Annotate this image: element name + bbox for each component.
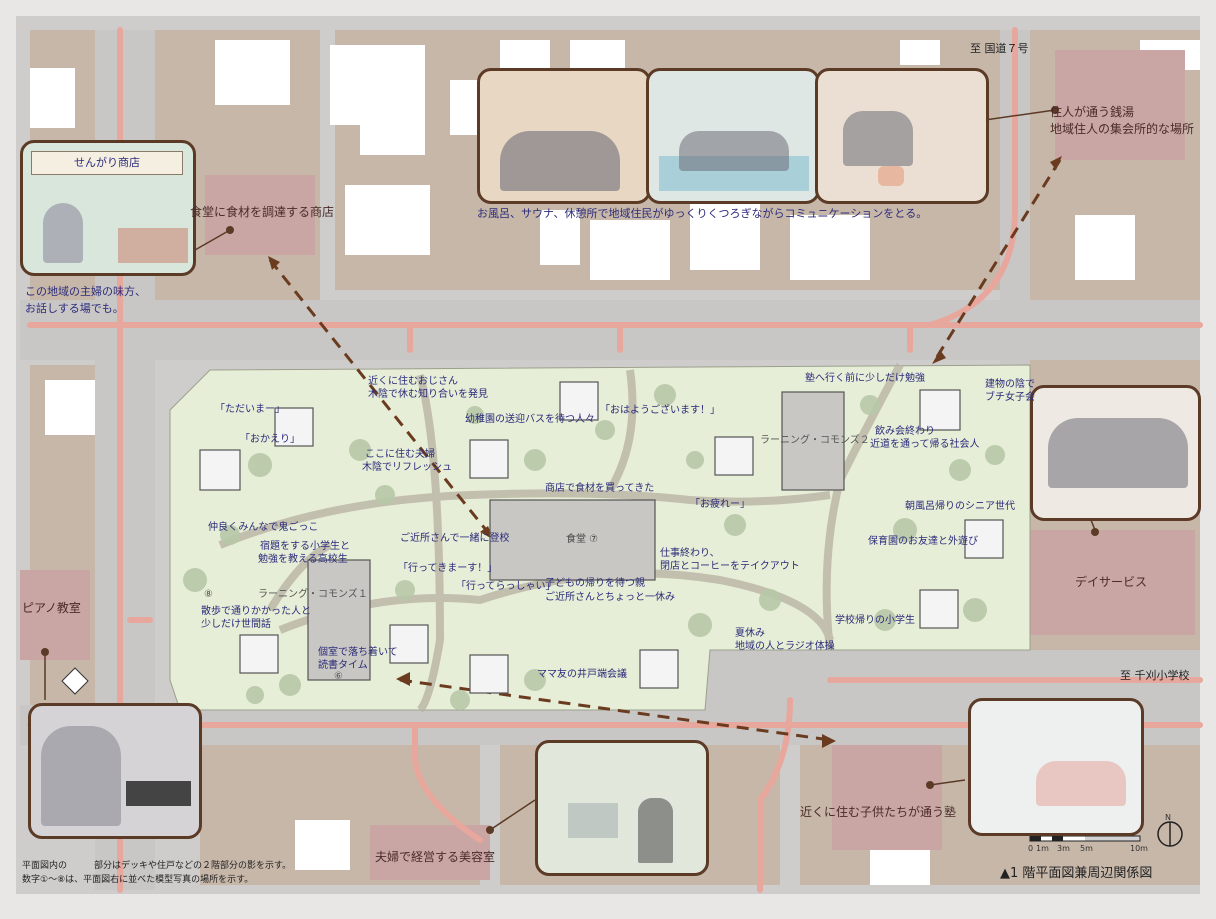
label-reading-1: 個室で落ち着いて	[318, 647, 398, 658]
label-neighbor-school: ご近所さんで一緒に登校	[400, 533, 510, 544]
label-drink-2: 近道を通って帰る社会人	[870, 439, 980, 450]
label-neighbor-break: ご近所さんとちょっと一休み	[545, 592, 675, 603]
label-school-return: 学校帰りの小学生	[835, 615, 915, 626]
produce-stand	[118, 228, 188, 263]
label-drink-1: 飲み会終わり	[875, 426, 935, 437]
label-kindergarten: 幼稚園の送迎バスを待つ人々	[465, 414, 595, 425]
label-walk-1: 散歩で通りかかった人と	[201, 606, 311, 617]
scale-1m: 1m	[1036, 844, 1049, 853]
label-work-2: 閉店とコーヒーをテイクアウト	[660, 561, 800, 572]
label-oji-2: 木陰で休む知り合いを発見	[368, 389, 488, 400]
label-piano: ピアノ教室	[22, 601, 81, 615]
label-salon: 夫婦で経営する美容室	[375, 850, 496, 864]
label-tadaima: 「ただいまー」	[215, 404, 285, 415]
label-summer-2: 地域の人とラジオ体操	[735, 641, 835, 652]
road-north: 至 国道７号	[970, 42, 1029, 55]
label-husband-2: 木陰でリフレッシュ	[362, 462, 452, 473]
label-mama: ママ友の井戸端会議	[537, 669, 627, 680]
scale-5m: 5m	[1080, 844, 1093, 853]
road-east: 至 千刈小学校	[1120, 669, 1190, 682]
seniors-figures	[1048, 418, 1188, 488]
north-label: N	[1165, 813, 1171, 822]
arrow-heads	[268, 156, 1062, 748]
shop-sign: せんがり商店	[31, 151, 183, 175]
stylist-figure	[638, 798, 673, 863]
label-num-8: ⑧	[204, 589, 213, 600]
scale-0: 0	[1028, 844, 1034, 853]
scale-bar	[1029, 835, 1141, 842]
label-walk-2: 少しだけ世間話	[201, 619, 271, 630]
shopper-figure	[43, 203, 83, 263]
marker-diamond	[61, 667, 89, 695]
relation-arrows	[268, 159, 1062, 742]
rest-figures	[843, 111, 913, 166]
label-dining: 食堂 ⑦	[566, 534, 599, 545]
trees	[183, 384, 1005, 710]
label-summer-1: 夏休み	[735, 628, 765, 639]
label-sento-1: 住人が通う銭湯	[1050, 105, 1135, 119]
scale-10m: 10m	[1130, 844, 1148, 853]
note-2: 数字①～⑧は、平面図右に並べた模型写真の場所を示す。	[22, 875, 254, 885]
label-husband-1: ここに住む夫婦	[365, 449, 435, 460]
salon-mirror	[568, 803, 618, 838]
photo-bath-1	[477, 68, 651, 204]
photo-piano	[28, 703, 202, 839]
stool	[878, 166, 904, 186]
label-homework-1: 宿題をする小学生と	[260, 541, 350, 552]
label-sento-2: 地域住人の集会所的な場所	[1050, 122, 1195, 136]
label-day-service: デイサービス	[1075, 575, 1148, 589]
label-reading-2: 読書タイム	[318, 660, 368, 671]
label-juku: 近くに住む子供たちが通う塾	[800, 805, 957, 819]
photo-day-service	[1030, 385, 1201, 521]
piano-keys	[126, 781, 191, 806]
label-nursery: 保育園のお友達と外遊び	[868, 536, 978, 547]
photo-shop: せんがり商店	[20, 140, 196, 276]
photo-bath-2	[646, 68, 820, 204]
label-shade-1: 建物の陰で	[985, 379, 1035, 390]
label-ittekimasu: 「行ってきまーす！」	[398, 563, 498, 574]
label-oji-1: 近くに住むおじさん	[368, 376, 458, 387]
label-commons-2: ラーニング・コモンズ２	[760, 435, 870, 446]
label-shopping: 商店で食材を買ってきた	[545, 483, 655, 494]
piano-figures	[41, 726, 121, 826]
label-num-6: ⑥	[334, 671, 343, 682]
bath-figures	[679, 131, 789, 171]
students-figures	[1036, 761, 1126, 806]
label-otsukare: 「お疲れー」	[690, 499, 750, 510]
caption-shop-2: お話しする場でも。	[25, 302, 124, 315]
houses	[199, 381, 1004, 694]
label-play: 仲良くみんなで鬼ごっこ	[208, 522, 319, 533]
leader-dots	[41, 106, 1099, 834]
label-itterasshai: 「行ってらっしゃい」	[456, 581, 556, 592]
note-1: 平面図内の 部分はデッキや住戸などの２階部分の影を示す。	[22, 861, 292, 871]
label-homework-2: 勉強を教える高校生	[258, 554, 348, 565]
learning-commons-1	[307, 559, 371, 681]
photo-salon	[535, 740, 709, 876]
photo-bath-3	[815, 68, 989, 204]
label-work-1: 仕事終わり、	[660, 548, 720, 559]
caption-bath: お風呂、サウナ、休憩所で地域住民がゆっくりくつろぎながらコミュニケーションをとる…	[477, 207, 928, 220]
label-shade-2: ブチ女子会	[985, 392, 1035, 403]
caption-shop-1: この地域の主婦の味方、	[25, 285, 146, 298]
label-kids-wait: 子どもの帰りを待つ親	[545, 578, 645, 589]
label-shop: 食堂に食材を調達する商店	[190, 205, 335, 219]
scale-3m: 3m	[1057, 844, 1070, 853]
label-commons-1: ラーニング・コモンズ１	[258, 589, 368, 600]
label-okaeri: 「おかえり」	[240, 434, 300, 445]
learning-commons-2	[781, 391, 845, 491]
photo-juku	[968, 698, 1144, 836]
label-ohayo: 「おはようございます！」	[600, 405, 720, 416]
dining-hall	[489, 499, 656, 581]
sauna-figures	[500, 131, 620, 191]
label-juku-before: 塾へ行く前に少しだけ勉強	[805, 373, 925, 384]
label-morning-bath: 朝風呂帰りのシニア世代	[905, 501, 1015, 512]
drawing-title: ▲1 階平面図兼周辺関係図	[1000, 866, 1153, 881]
